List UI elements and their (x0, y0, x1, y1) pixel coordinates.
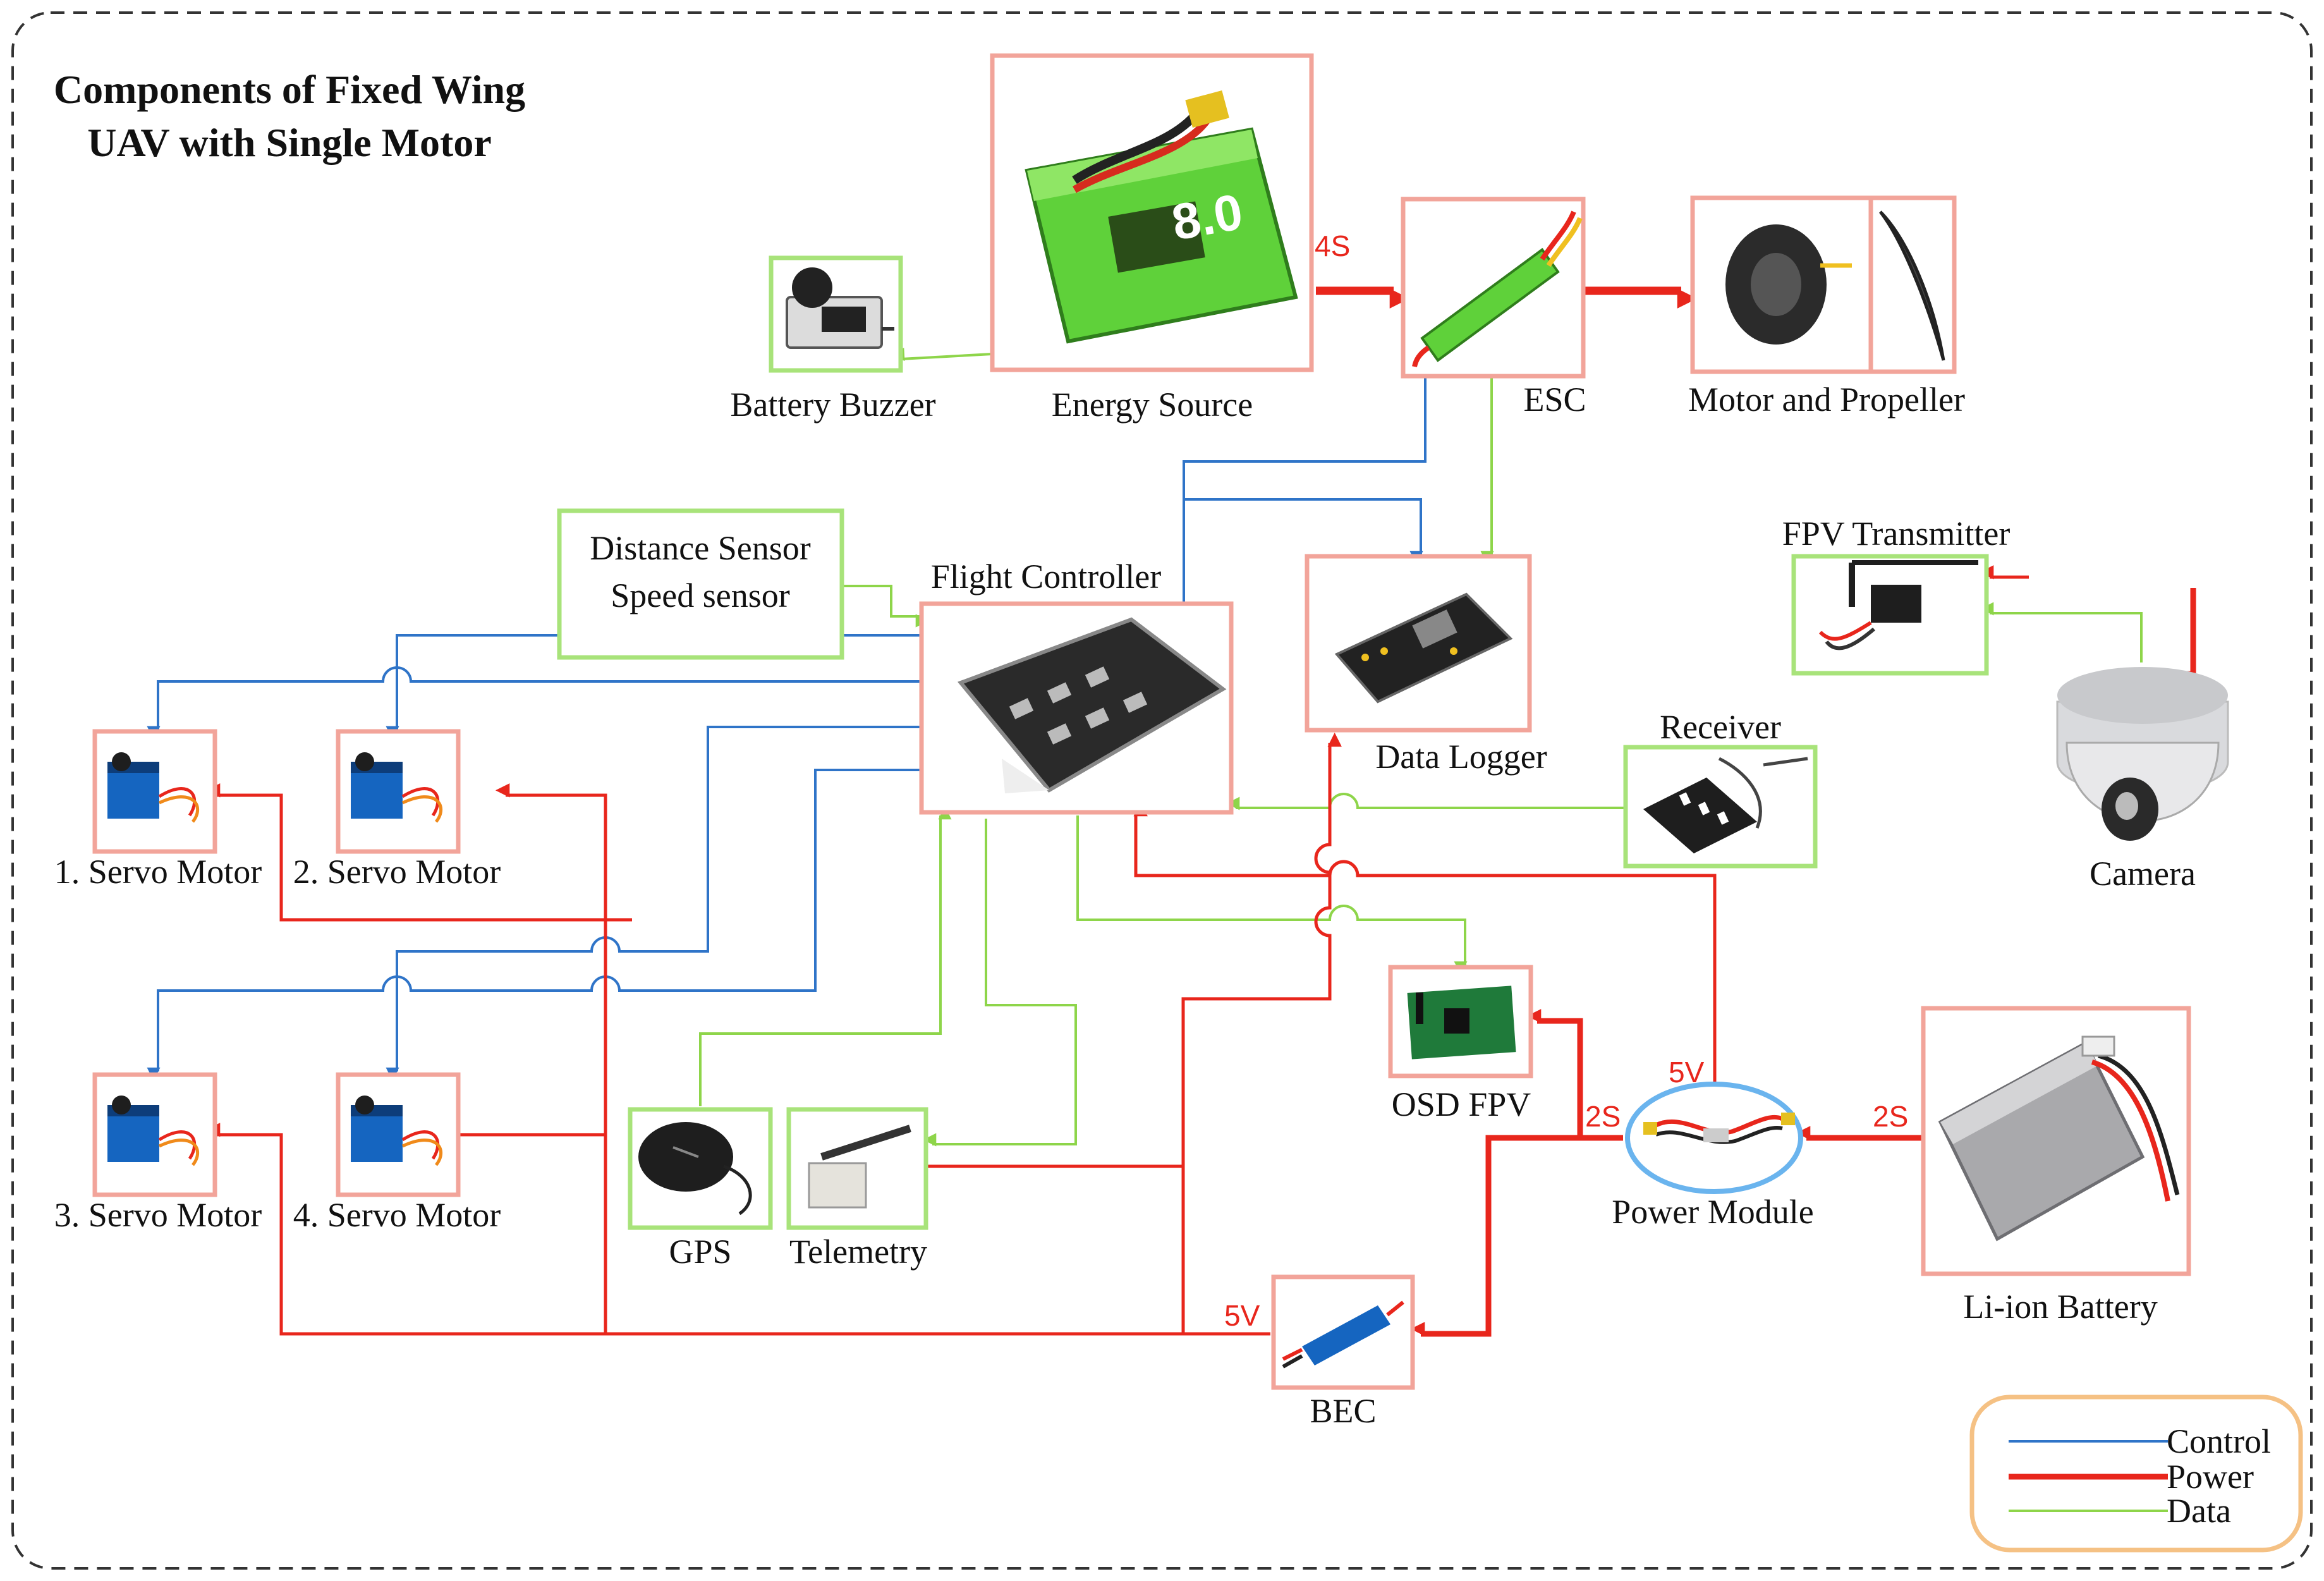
li-ion-battery-image (1938, 1035, 2180, 1242)
legend-power-label: Power (2167, 1458, 2254, 1496)
osd-fpv-label: OSD FPV (1392, 1085, 1531, 1123)
li-ion-battery-label: Li-ion Battery (1963, 1288, 2157, 1326)
servo-image (107, 752, 200, 823)
servo-motor-1: 1. Servo Motor (54, 729, 262, 891)
flight-controller-image (958, 617, 1227, 793)
motor-and-propeller-label: Motor and Propeller (1688, 381, 1965, 418)
gps-image (638, 1122, 752, 1216)
receiver-label: Receiver (1660, 708, 1781, 746)
data-lines (699, 348, 2143, 1147)
servo-image (107, 1096, 200, 1166)
fpv-transmitter: FPV Transmitter (1782, 515, 2011, 676)
power-module-image (1643, 1113, 1795, 1144)
servo-motor-1-label: 1. Servo Motor (54, 853, 262, 891)
lipo-battery-image: 8.0 (1025, 90, 1298, 344)
gps: GPS (628, 1107, 773, 1271)
servo-image (351, 1096, 443, 1166)
voltage-label-2s-battery: 2S (1873, 1100, 1908, 1133)
fpv-transmitter-label: FPV Transmitter (1782, 515, 2011, 552)
motor-and-propeller: Motor and Propeller (1688, 195, 1965, 418)
battery-buzzer-label: Battery Buzzer (730, 386, 935, 424)
camera-label: Camera (2090, 855, 2196, 893)
telemetry-label: Telemetry (789, 1233, 927, 1271)
osd-fpv-image (1407, 986, 1516, 1059)
data-logger-label: Data Logger (1375, 738, 1547, 776)
power-module-label: Power Module (1612, 1193, 1813, 1231)
voltage-label-2s-osd: 2S (1585, 1100, 1621, 1133)
distance-speed-sensor: Distance Sensor Speed sensor (557, 508, 844, 660)
telemetry: Telemetry (786, 1107, 928, 1271)
fpv-transmitter-image (1818, 560, 1978, 650)
legend-control-label: Control (2167, 1422, 2271, 1460)
battery-buzzer: Battery Buzzer (730, 255, 936, 424)
energy-source: 8.0 Energy Source (990, 53, 1314, 424)
servo-motor-4-label: 4. Servo Motor (293, 1196, 501, 1234)
servo-motor-2-label: 2. Servo Motor (293, 853, 501, 891)
data-logger: Data Logger (1305, 554, 1547, 776)
voltage-label-4s: 4S (1315, 229, 1350, 262)
receiver: Receiver (1623, 708, 1818, 869)
servo-motor-3: 3. Servo Motor (54, 1072, 262, 1234)
flight-controller: Flight Controller (919, 558, 1234, 815)
osd-fpv: OSD FPV (1388, 965, 1533, 1123)
camera: Camera (2056, 667, 2229, 893)
bec-label: BEC (1310, 1392, 1376, 1430)
gps-label: GPS (669, 1233, 731, 1271)
speed-sensor-label: Speed sensor (611, 577, 789, 614)
servo-image (351, 752, 443, 823)
flight-controller-label: Flight Controller (931, 558, 1162, 595)
power-module: Power Module (1612, 1082, 1814, 1231)
propeller-image (1879, 211, 1945, 361)
bec: BEC (1271, 1274, 1415, 1430)
power-lines (205, 286, 2196, 1337)
legend: Control Power Data (1969, 1395, 2303, 1553)
svg-text:8.0: 8.0 (1167, 183, 1246, 251)
voltage-label-5v-pm: 5V (1669, 1056, 1705, 1089)
servo-motor-2: 2. Servo Motor (293, 729, 501, 891)
motor-image (1725, 224, 1852, 345)
camera-image (2056, 667, 2229, 841)
data-logger-image (1334, 592, 1513, 704)
diagram-title-line1: Components of Fixed Wing (54, 67, 525, 112)
buzzer-image (786, 267, 894, 349)
bec-image (1282, 1300, 1404, 1369)
telemetry-image (808, 1125, 911, 1209)
servo-motor-4: 4. Servo Motor (293, 1072, 501, 1234)
servo-motor-3-label: 3. Servo Motor (54, 1196, 262, 1234)
diagram-title-line2: UAV with Single Motor (87, 120, 491, 165)
esc-label: ESC (1523, 381, 1586, 418)
distance-sensor-label: Distance Sensor (590, 529, 810, 567)
esc: ESC (1401, 197, 1586, 418)
control-lines (147, 360, 1437, 1081)
receiver-image (1643, 757, 1808, 853)
esc-image (1412, 211, 1583, 367)
energy-source-label: Energy Source (1052, 386, 1253, 424)
voltage-label-5v-bec: 5V (1224, 1299, 1260, 1332)
li-ion-battery: Li-ion Battery (1921, 1006, 2191, 1326)
legend-data-label: Data (2167, 1492, 2231, 1530)
